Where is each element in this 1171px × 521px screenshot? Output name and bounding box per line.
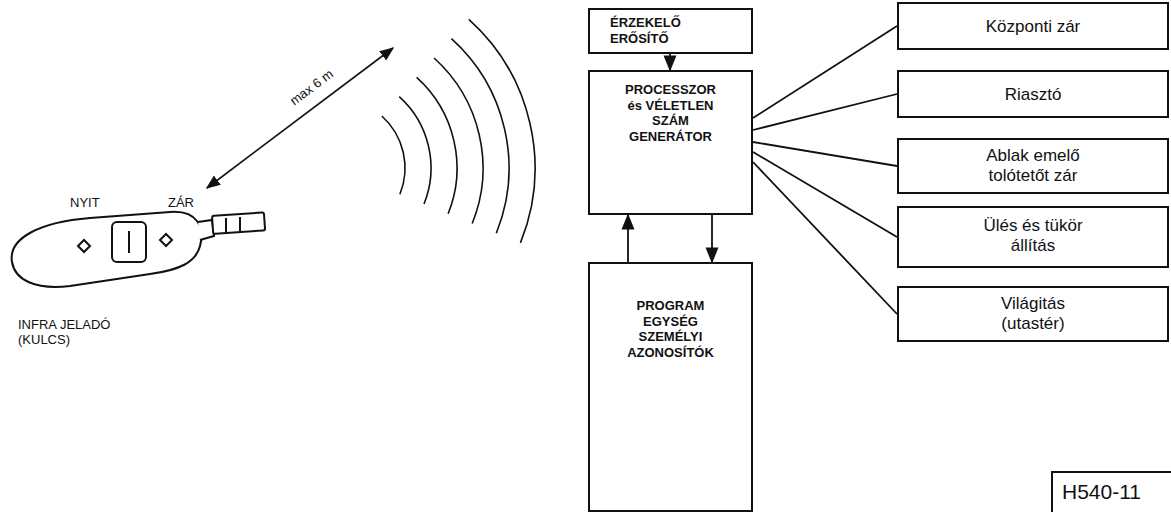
distance-label: max 6 m: [288, 67, 337, 109]
program-unit-box: PROGRAM EGYSÉG SZEMÉLYI AZONOSÍTÓK: [588, 262, 753, 512]
control-line: [753, 162, 897, 314]
drawing-number-frame: [1052, 472, 1171, 512]
wave-arc: [399, 97, 431, 204]
button-label: NYIT: [70, 196, 100, 211]
wave-arc: [417, 77, 457, 213]
wave-arc: [451, 39, 509, 233]
button-label: ZÁR: [168, 196, 194, 211]
box-label: ÉRZEKELŐ ERŐSÍTŐ: [610, 15, 700, 46]
signal-arrow: [627, 215, 629, 262]
sensor-amplifier-box: ÉRZEKELŐ ERŐSÍTŐ: [588, 8, 753, 54]
box-label: Központi zár: [986, 17, 1081, 37]
box-label: PROCESSZOR és VÉLETLEN SZÁM GENERÁTOR: [621, 82, 721, 144]
control-line: [753, 94, 897, 130]
key-fob: [12, 212, 265, 287]
control-line: [753, 152, 897, 237]
output-box: Központi zár: [897, 2, 1169, 50]
infra-waves: [382, 19, 535, 243]
box-label: Világitás (utastér): [978, 294, 1088, 335]
signal-arrow: [669, 54, 671, 70]
signal-arrow: [711, 215, 713, 262]
wave-arc: [382, 116, 405, 194]
wave-arc: [469, 19, 535, 243]
box-label: Ülés és tükör állítás: [971, 216, 1096, 257]
box-label: PROGRAM EGYSÉG SZEMÉLYI AZONOSÍTÓK: [621, 298, 721, 360]
processor-box: PROCESSZOR és VÉLETLEN SZÁM GENERÁTOR: [588, 70, 753, 215]
wave-arc: [434, 58, 483, 223]
drawing-number: H540-11: [1062, 480, 1141, 504]
output-box: Ablak emelő tolótetőt zár: [897, 138, 1169, 194]
distance-arrow: [207, 48, 393, 188]
control-line: [753, 142, 897, 166]
transmitter-label: INFRA JELADÓ (KULCS): [18, 318, 118, 348]
output-box: Világitás (utastér): [897, 286, 1169, 342]
box-label: Ablak emelő tolótetőt zár: [971, 146, 1096, 187]
box-label: Riasztó: [1005, 85, 1062, 105]
output-box: Riasztó: [897, 70, 1169, 118]
control-line: [753, 26, 897, 118]
output-box: Ülés és tükör állítás: [897, 206, 1169, 268]
